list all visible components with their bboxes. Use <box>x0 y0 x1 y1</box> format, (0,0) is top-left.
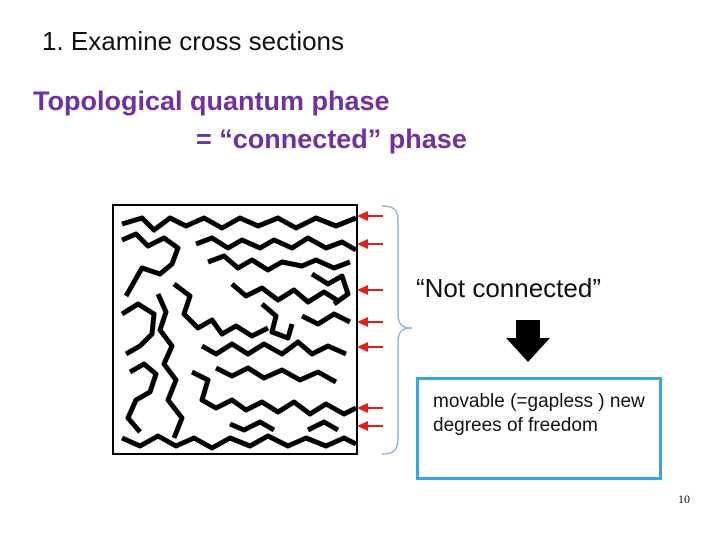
gapless-info-box: movable (=gapless ) new degrees of freed… <box>416 377 662 480</box>
red-arrow-icon <box>357 421 383 431</box>
title-line-2: = “connected” phase <box>196 124 467 154</box>
maze-diagram <box>112 204 358 455</box>
not-connected-label: “Not connected” <box>416 273 601 303</box>
box-text: movable (=gapless ) new degrees of freed… <box>433 391 645 437</box>
right-brace <box>381 205 413 455</box>
slide-heading: 1. Examine cross sections <box>42 26 345 56</box>
red-arrow-icon <box>357 239 383 249</box>
down-arrow-icon <box>506 320 550 362</box>
red-arrows <box>357 211 383 431</box>
red-arrow-icon <box>357 403 383 413</box>
red-arrow-icon <box>357 211 383 221</box>
red-arrow-icon <box>357 285 383 295</box>
red-arrow-icon <box>357 342 383 352</box>
title-line-1: Topological quantum phase <box>33 86 390 116</box>
page-number: 10 <box>678 492 690 506</box>
red-arrow-icon <box>357 317 383 327</box>
